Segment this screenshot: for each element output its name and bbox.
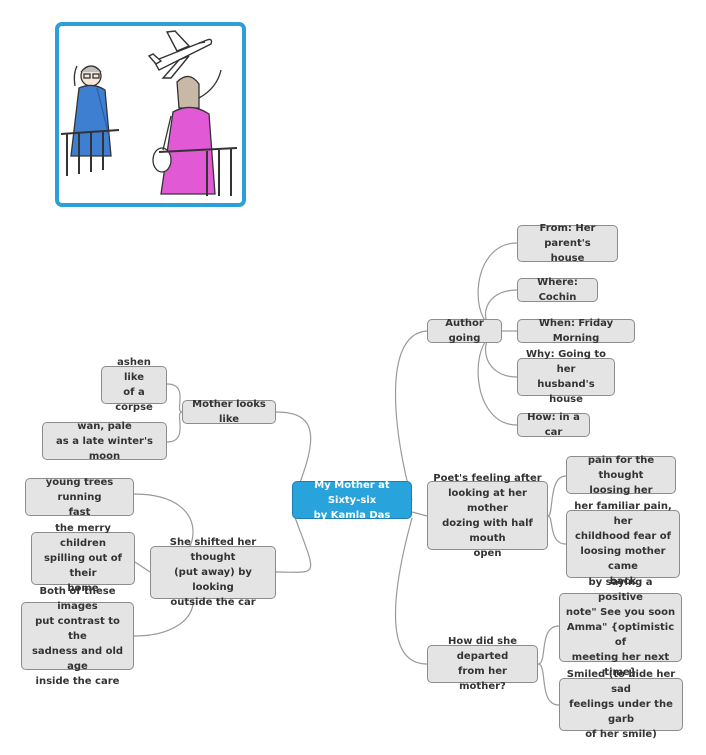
poets-feeling-pain[interactable]: pain for the thought loosing her: [566, 455, 676, 496]
link-center-departed: [395, 517, 428, 665]
topic-shifted-thought[interactable]: She shifted her thought (put away) by lo…: [150, 537, 276, 608]
topic-poets-feeling[interactable]: Poet's feeling after looking at her moth…: [427, 473, 548, 559]
link-center-shifted: [275, 511, 312, 573]
mother-looks-wan-pale[interactable]: wan, pale as a late winter's moon: [42, 421, 167, 462]
airplane-icon: [147, 30, 213, 79]
poets-feeling-childhood-fear[interactable]: her familiar pain, her childhood fear of…: [566, 501, 680, 587]
author-going-where[interactable]: Where: Cochin: [517, 277, 598, 303]
link-center-feeling: [411, 511, 428, 517]
balcony-railing: [60, 129, 238, 196]
link-center-author: [395, 330, 428, 501]
illustration-drawing: [60, 30, 238, 196]
topic-author-going[interactable]: Author going: [427, 318, 502, 344]
shifted-young-trees[interactable]: young trees running fast: [25, 477, 134, 518]
departed-smiled[interactable]: Smiled (to hide her sad feelings under t…: [559, 669, 683, 740]
shifted-merry-children[interactable]: the merry children spilling out of their…: [31, 523, 135, 594]
departed-positive-note[interactable]: by saying a positive note" See you soon …: [559, 577, 682, 678]
author-going-from[interactable]: From: Her parent's house: [517, 223, 618, 264]
author-going-when[interactable]: When: Friday Morning: [517, 318, 635, 344]
poem-illustration: [55, 22, 246, 207]
author-going-how[interactable]: How: in a car: [517, 412, 590, 438]
central-topic[interactable]: My Mother at Sixty-six by Kamla Das: [292, 480, 412, 521]
shifted-contrast-images[interactable]: Both of these images put contrast to the…: [21, 586, 134, 687]
topic-mother-looks-like[interactable]: Mother looks like: [182, 399, 276, 425]
grandmother-figure: [70, 65, 112, 157]
author-going-why[interactable]: Why: Going to her husband's house: [517, 349, 615, 405]
mother-looks-ashen[interactable]: ashen like of a corpse: [101, 357, 167, 413]
topic-how-departed[interactable]: How did she departed from her mother?: [427, 636, 538, 692]
